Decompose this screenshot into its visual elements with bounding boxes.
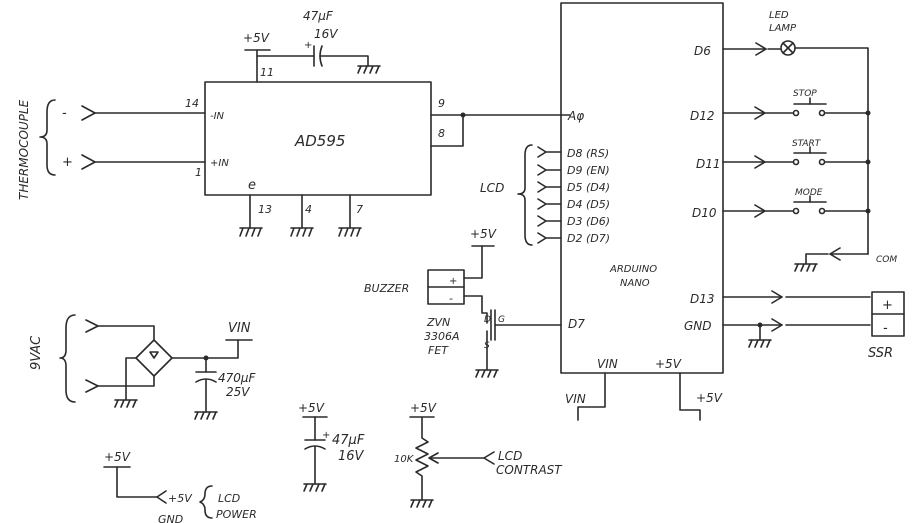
arduino-supply-pins bbox=[577, 372, 701, 421]
lcd-power-connector bbox=[103, 466, 213, 519]
rectifier-vin-label: VIN bbox=[228, 321, 251, 336]
ad595-pin-7: 7 bbox=[356, 203, 363, 216]
contrast-label-line1: LCD bbox=[498, 449, 522, 463]
contrast-vcc: +5V bbox=[410, 401, 437, 415]
decoupling-vcc: +5V bbox=[298, 401, 325, 415]
lcd-power-vcc: +5V bbox=[104, 450, 131, 464]
lcd-pin-d5: D5 (D4) bbox=[567, 181, 610, 194]
ac-input-label: 9VAC bbox=[29, 335, 44, 370]
buzzer-label: BUZZER bbox=[364, 282, 409, 295]
fet-pin-s: S bbox=[484, 341, 490, 351]
decoupling-capacitor: + bbox=[302, 416, 330, 492]
lcd-group-label: LCD bbox=[480, 181, 504, 195]
arduino-pin-d7: D7 bbox=[568, 317, 585, 331]
thermocouple-plus: + bbox=[62, 155, 73, 170]
ad595-pin-14: 14 bbox=[185, 97, 199, 110]
ad595-capacitor: + bbox=[256, 40, 381, 74]
ad595-pin-8: 8 bbox=[438, 127, 445, 140]
ad595-chip: AD595 e -IN +IN 14 1 9 8 11 13 4 7 bbox=[39, 49, 571, 229]
svg-text:+: + bbox=[304, 40, 312, 51]
arduino-name-line1: ARDUINO bbox=[609, 264, 657, 275]
ground-symbols-ad595 bbox=[239, 227, 362, 237]
ad595-pin-e: e bbox=[248, 178, 256, 193]
arduino-pin-d6: D6 bbox=[694, 44, 711, 58]
contrast-potentiometer bbox=[409, 416, 495, 508]
led-label-line1: LED bbox=[769, 10, 789, 21]
arduino-pin-d13: D13 bbox=[690, 292, 715, 306]
right-side-wiring bbox=[722, 40, 905, 348]
arduino-pin-d10: D10 bbox=[692, 206, 717, 220]
arduino-pin-5v: +5V bbox=[655, 357, 682, 371]
fet-pin-d: D bbox=[484, 315, 491, 325]
arduino-nano bbox=[560, 2, 724, 374]
rectifier-cap-value: 470µF bbox=[218, 371, 257, 385]
arduino-supply-vin: VIN bbox=[565, 392, 586, 406]
start-switch-label: START bbox=[792, 139, 822, 149]
lcd-pin-d8: D8 (RS) bbox=[567, 147, 609, 160]
arduino-name-line2: NANO bbox=[620, 278, 650, 289]
buzzer-fet-circuit bbox=[427, 245, 562, 378]
arduino-pin-vin: VIN bbox=[597, 357, 618, 371]
lcd-pin-d9: D9 (EN) bbox=[567, 164, 610, 177]
ssr-minus: - bbox=[883, 321, 888, 336]
ad595-label: AD595 bbox=[294, 132, 345, 150]
fet-label-line3: FET bbox=[428, 344, 449, 357]
lcd-pin-d3: D3 (D6) bbox=[567, 215, 610, 228]
lcd-power-pin: +5V bbox=[168, 492, 193, 505]
stop-switch-label: STOP bbox=[793, 89, 817, 99]
lcd-power-gnd-pin: GND bbox=[158, 513, 183, 523]
ad595-vcc-label: +5V bbox=[243, 31, 270, 45]
thermocouple-minus: - bbox=[62, 106, 67, 121]
buzzer-plus: + bbox=[449, 276, 457, 287]
buzzer-minus: - bbox=[449, 292, 453, 305]
ad595-pin-13: 13 bbox=[258, 203, 272, 216]
arduino-pin-d12: D12 bbox=[690, 109, 715, 123]
decoupling-cap-value: 47µF bbox=[332, 433, 365, 448]
ad595-pin-11: 11 bbox=[260, 66, 274, 79]
ad595-in-minus: -IN bbox=[210, 111, 225, 122]
fet-label-line2: 3306A bbox=[424, 330, 460, 343]
power-rectifier bbox=[59, 314, 253, 420]
svg-text:+: + bbox=[322, 430, 330, 441]
com-label: COM bbox=[876, 255, 897, 265]
ad595-cap-value: 47µF bbox=[303, 9, 334, 23]
contrast-label-line2: CONTRAST bbox=[496, 463, 563, 477]
ssr-plus: + bbox=[882, 298, 893, 313]
fet-pin-g: G bbox=[498, 315, 505, 325]
ad595-pin-4: 4 bbox=[305, 203, 312, 216]
lcd-pin-d4: D4 (D5) bbox=[567, 198, 610, 211]
decoupling-cap-voltage: 16V bbox=[338, 449, 365, 464]
lcd-power-label-line1: LCD bbox=[218, 492, 240, 505]
ad595-pin-1: 1 bbox=[195, 166, 202, 179]
lcd-pin-d2: D2 (D7) bbox=[567, 232, 610, 245]
arduino-pin-gnd: GND bbox=[684, 319, 712, 333]
led-label-line2: LAMP bbox=[769, 23, 797, 34]
rectifier-cap-voltage: 25V bbox=[226, 385, 250, 399]
ssr-label: SSR bbox=[868, 346, 893, 361]
arduino-supply-5v: +5V bbox=[696, 391, 723, 405]
buzzer-vcc-label: +5V bbox=[470, 227, 497, 241]
arduino-pin-d11: D11 bbox=[696, 157, 721, 171]
mode-switch-label: MODE bbox=[795, 188, 823, 198]
ad595-cap-voltage: 16V bbox=[314, 27, 338, 41]
arduino-pin-a0: Aφ bbox=[567, 109, 584, 123]
contrast-pot-value: 10K bbox=[394, 454, 415, 465]
fet-label-line1: ZVN bbox=[426, 316, 450, 329]
lcd-pin-connectors bbox=[517, 144, 562, 246]
ad595-in-plus: +IN bbox=[210, 158, 229, 169]
ad595-pin-9: 9 bbox=[438, 97, 445, 110]
lcd-power-label-line2: POWER bbox=[216, 508, 257, 521]
thermocouple-label: THERMOCOUPLE bbox=[17, 99, 31, 200]
